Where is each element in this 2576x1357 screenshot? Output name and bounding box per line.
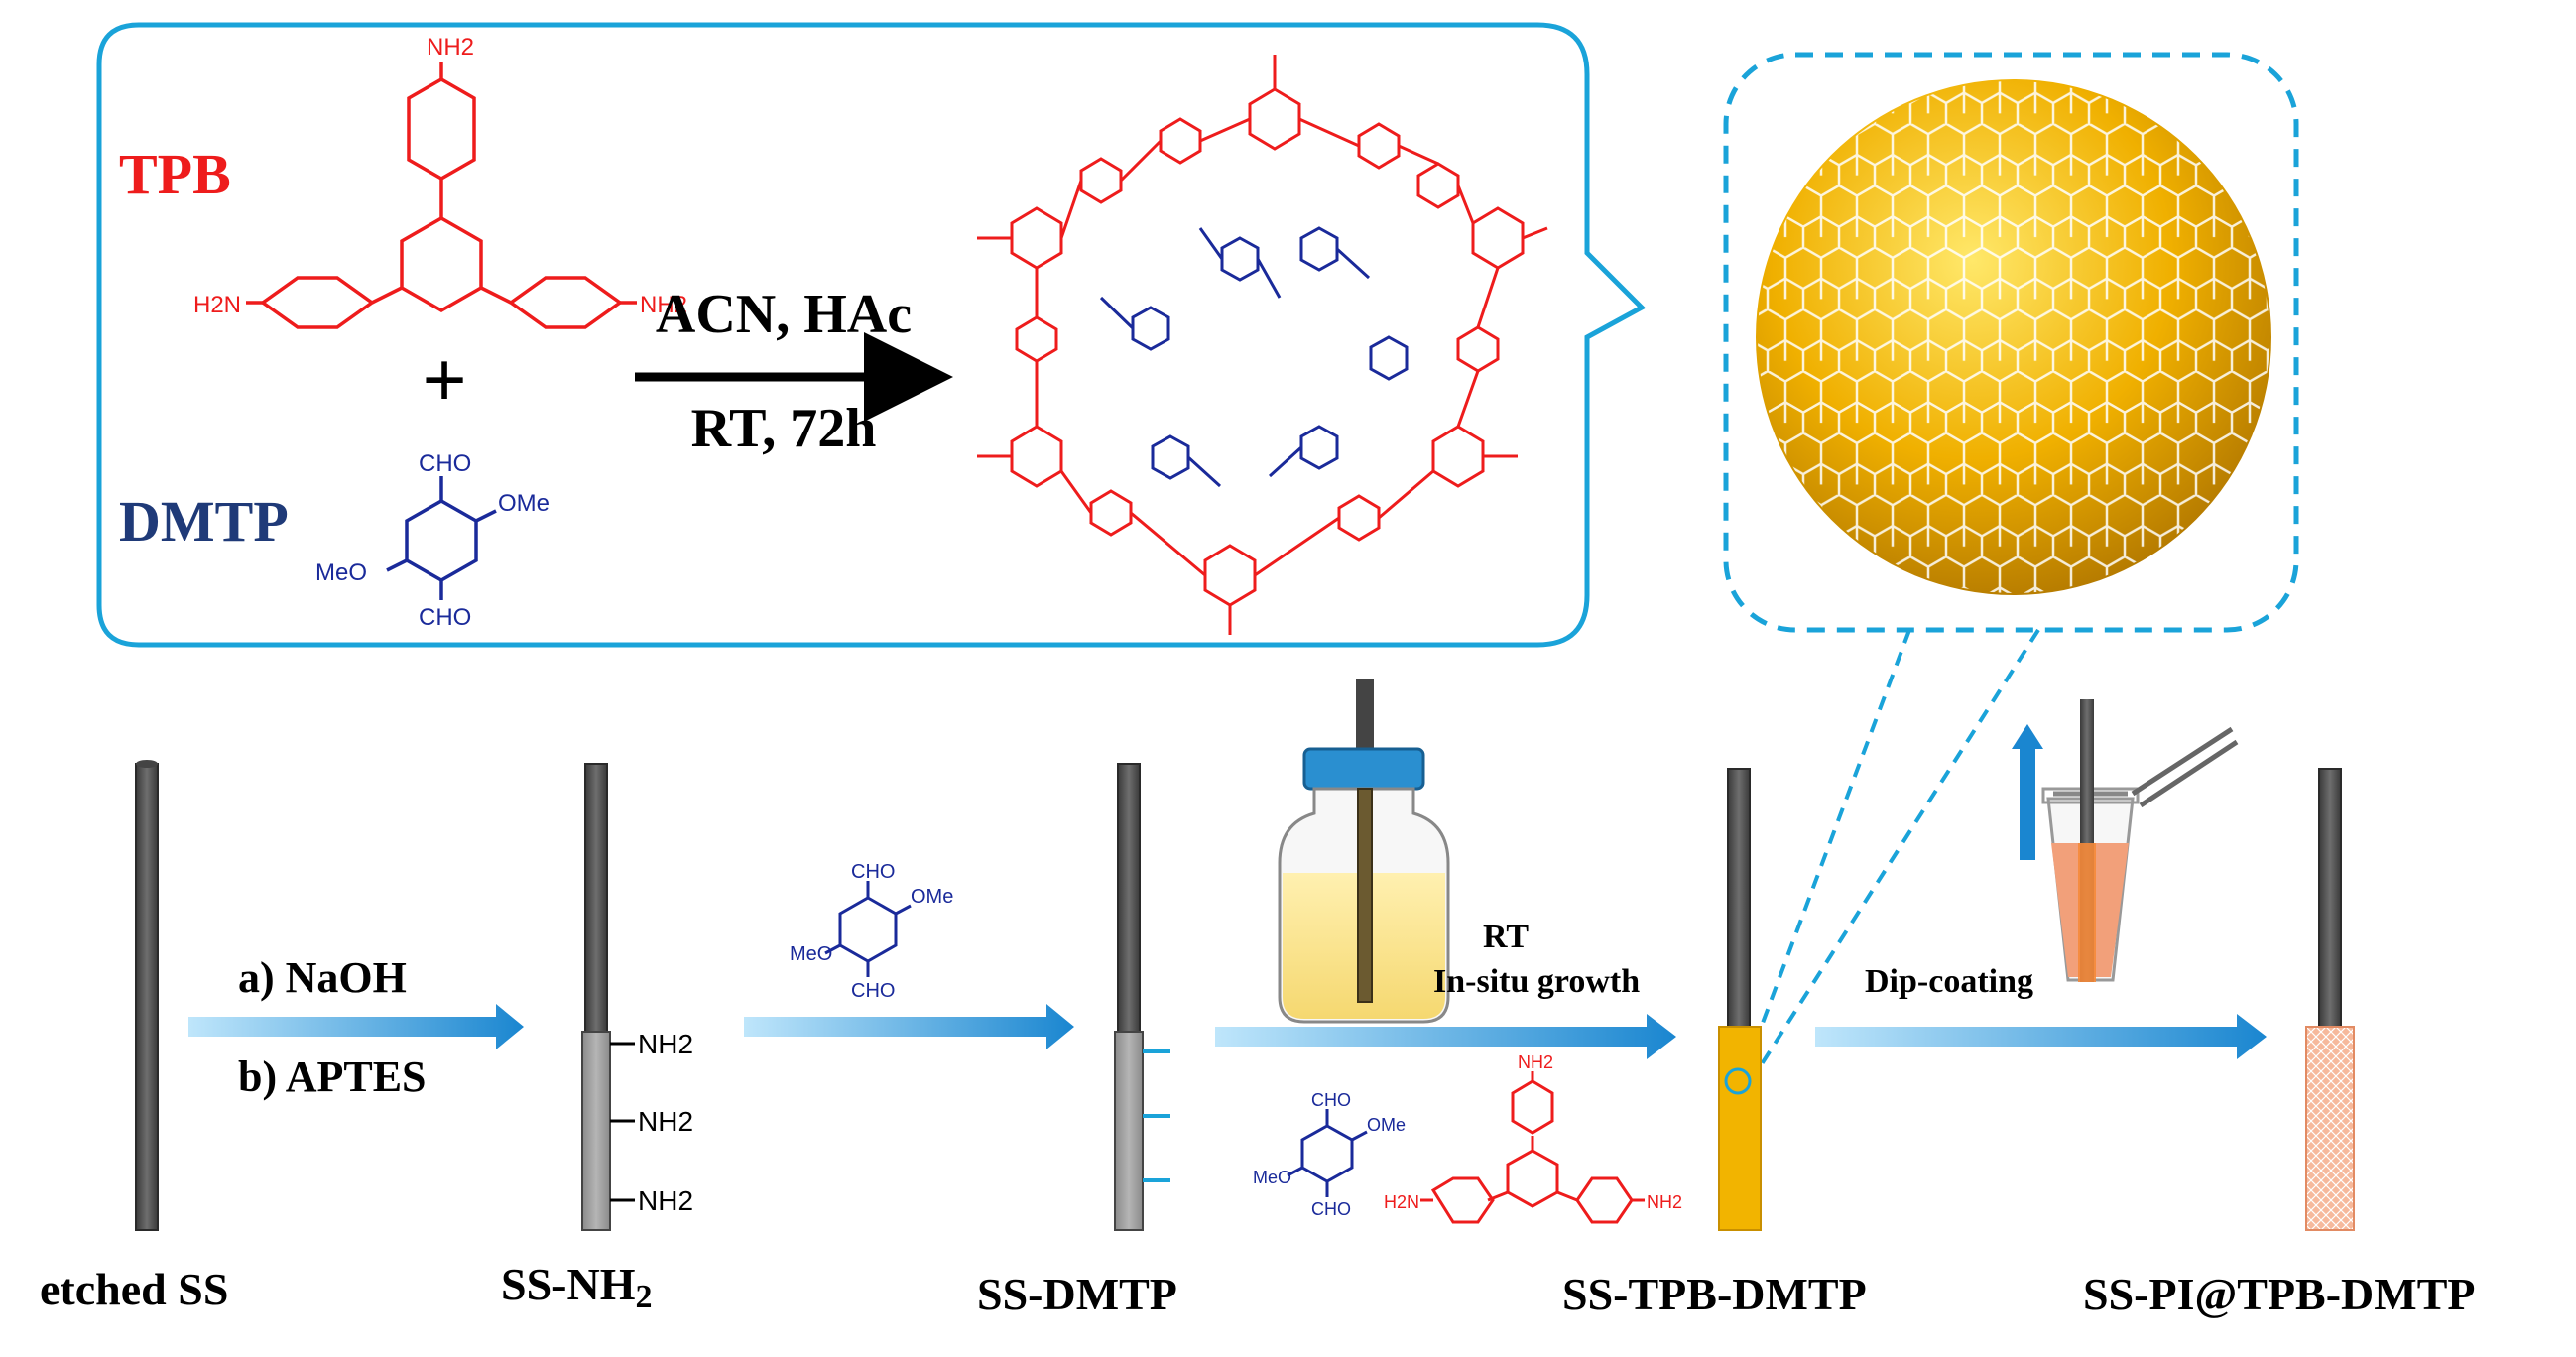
step2-arrow [744,1004,1074,1049]
ss-nh2-amine-1: NH2 [638,1029,693,1059]
zoom-callout-frame [1723,52,2299,633]
dmtp-label: DMTP [119,489,289,554]
step3-h2n: H2N [1384,1192,1419,1212]
ss-nh2-amine-3: NH2 [638,1185,693,1216]
step2-dmtp-structure [824,881,912,977]
label-ss-nh2: SS-NH2 [501,1259,652,1315]
step3-arrow [1215,1014,1676,1059]
step3-meo: MeO [1253,1168,1291,1187]
step2-cho-bottom: CHO [851,980,895,1002]
tpb-label: TPB [119,142,231,206]
step1-arrow [188,1004,524,1049]
step2-cho-top: CHO [851,861,895,883]
step3-label-bottom: In-situ growth [1433,963,1640,1000]
etched-ss-rod [135,760,159,1231]
ss-nh2-rod [581,763,635,1231]
step2-meo: MeO [790,943,832,965]
step4-arrow [1815,1014,2267,1059]
ss-pi-tpb-dmtp-rod [2305,768,2355,1231]
step2-ome: OMe [911,886,953,908]
label-ss-tpb-dmtp: SS-TPB-DMTP [1562,1269,1867,1319]
step3-tpb-structure [1420,1071,1645,1224]
ss-tpb-dmtp-rod [1718,768,1762,1231]
zoom-projection-line-left [1739,629,1911,1082]
dmtp-meo-left: MeO [315,559,367,586]
step3-label-top: RT [1483,919,1529,955]
dmtp-monomer-structure [386,476,497,600]
dmtp-cho-bottom: CHO [419,604,471,631]
dmtp-cho-top: CHO [419,450,471,477]
reaction-conditions-bottom: RT, 72h [691,398,877,459]
step3-cho-top: CHO [1311,1090,1351,1110]
cof-framework-structure [977,55,1548,635]
reaction-vial [1278,679,1450,1024]
zoom-projection-line-right [1749,628,2040,1083]
step4-label: Dip-coating [1865,963,2033,1000]
tpb-h2n-left: H2N [193,292,241,318]
step3-cho-bottom: CHO [1311,1199,1351,1219]
tpb-monomer-structure [246,62,637,329]
label-ss-dmtp: SS-DMTP [977,1269,1177,1319]
dmtp-ome-right: OMe [498,490,550,517]
reaction-conditions-top: ACN, HAc [656,284,912,345]
step1-label-b: b) APTES [238,1052,427,1101]
ss-dmtp-rod [1114,763,1170,1231]
cof-sphere-image [1756,79,2271,595]
step3-nh2-right: NH2 [1647,1192,1682,1212]
step3-nh2-top: NH2 [1518,1052,1553,1072]
dip-coating-beaker [2012,699,2239,982]
step3-ome: OMe [1367,1115,1406,1135]
label-etched-ss: etched SS [40,1264,228,1314]
plus-sign: + [422,337,467,425]
tpb-nh2-top: NH2 [427,34,474,61]
ss-nh2-amine-2: NH2 [638,1106,693,1137]
tpb-nh2-right: NH2 [640,292,687,318]
label-ss-pi-tpb-dmtp: SS-PI@TPB-DMTP [2083,1269,2475,1319]
step3-dmtp-structure [1287,1109,1368,1197]
step1-label-a: a) NaOH [238,953,407,1002]
